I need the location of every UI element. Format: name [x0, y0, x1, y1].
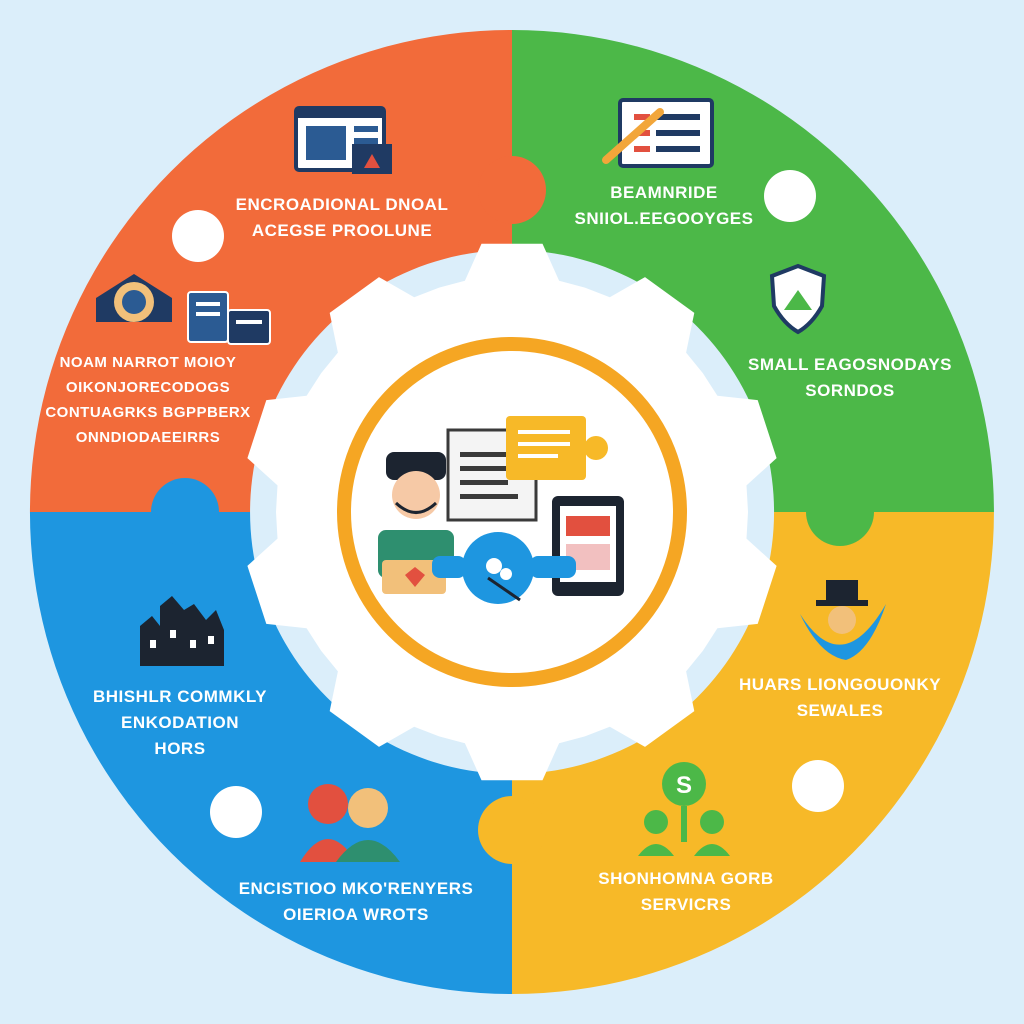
- hole-bottom-right: [792, 760, 844, 812]
- puzzle-piece-icon: [506, 416, 608, 480]
- documents-icon: [187, 291, 271, 345]
- label-line: SORNDOS: [805, 381, 895, 400]
- label-line: HUARS LIONGOUONKY: [738, 675, 942, 694]
- label-line: OIERIOA WROTS: [283, 905, 429, 924]
- label-line: SNIIOL.EEGOOYGES: [574, 209, 754, 228]
- label-line: BEAMNRIDE: [610, 183, 718, 202]
- handshake-icon: [432, 532, 576, 604]
- label-line: OIKONJORECODOGS: [65, 379, 231, 396]
- two-people-icon: [300, 784, 400, 862]
- label-line: CONTUAGRKS BGPPBERX: [45, 404, 251, 421]
- label-line: SHONHOMNA GORB: [598, 869, 774, 888]
- label-line: NOAM NARROT MOIOY: [59, 354, 237, 371]
- checklist-document-icon: [602, 98, 714, 168]
- person-with-vr-headset-icon: [378, 452, 454, 594]
- yellow-piece-caption: SHONHOMNA GORB SERVICRS: [598, 866, 773, 918]
- green-knob: [806, 478, 874, 546]
- label-line: SERVICRS: [640, 895, 732, 914]
- green-piece-title: BEAMNRIDE SNIIOL.EEGOOYGES: [575, 180, 754, 232]
- hole-top-left: [172, 210, 224, 262]
- blue-piece-title: BHISHLR COMMKLY ENKODATION HORS: [93, 684, 267, 762]
- label-line: SMALL EAGOSNODAYS: [747, 355, 953, 374]
- orange-knob: [478, 156, 546, 224]
- tablet-icon: [552, 496, 624, 596]
- label-line: SEWALES: [796, 701, 884, 720]
- blue-knob: [151, 478, 219, 546]
- city-skyline-icon: [140, 596, 224, 666]
- label-line: ENCISTIOO MKO'RENYERS: [238, 879, 474, 898]
- label-line: ENKODATION: [120, 713, 240, 732]
- yellow-knob: [478, 796, 546, 864]
- blue-piece-caption: ENCISTIOO MKO'RENYERS OIERIOA WROTS: [239, 876, 474, 928]
- web-browser-icon: [294, 106, 392, 174]
- svg-text:S: S: [676, 772, 692, 799]
- label-line: HORS: [154, 739, 206, 758]
- label-line: ONNDIODAEEIRRS: [75, 429, 221, 446]
- label-line: BHISHLR COMMKLY: [92, 687, 268, 706]
- label-line: ACEGSE PROOLUNE: [251, 221, 433, 240]
- orange-piece-caption: NOAM NARROT MOIOY OIKONJORECODOGS CONTUAGR…: [45, 350, 250, 450]
- hole-bottom-left: [210, 786, 262, 838]
- top-hat-figure-icon: [800, 580, 886, 660]
- label-line: ENCROADIONAL DNOAL: [235, 195, 449, 214]
- shield-icon: [769, 263, 827, 335]
- badge-emblem-icon: [96, 274, 172, 322]
- yellow-piece-title: HUARS LIONGOUONKY SEWALES: [739, 672, 941, 724]
- green-piece-caption: SMALL EAGOSNODAYS SORNDOS: [748, 352, 952, 404]
- hub-illustration: [378, 416, 624, 604]
- orange-piece-title: ENCROADIONAL DNOAL ACEGSE PROOLUNE: [236, 192, 449, 244]
- hole-top-right: [764, 170, 816, 222]
- dollar-people-icon: S: [638, 762, 730, 856]
